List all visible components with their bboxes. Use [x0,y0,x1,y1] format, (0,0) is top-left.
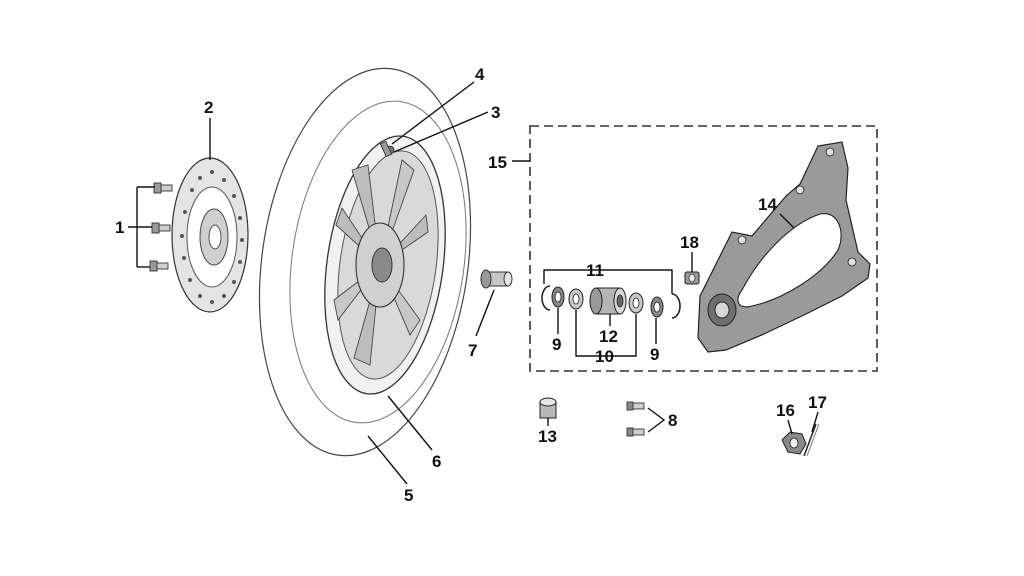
cotter-pin [803,423,820,457]
callout-11: 11 [586,261,604,280]
swing-arm-nut [684,271,700,285]
brake-disc [171,157,249,313]
callout-13: 13 [538,427,557,446]
callout-6: 6 [432,452,441,471]
assembly-group-box [529,125,878,372]
swing-arm [697,141,871,353]
callout-8: 8 [668,411,677,430]
circlip-right [671,293,681,319]
bearing-collar [589,287,627,315]
disc-bolts [149,182,173,272]
callout-7: 7 [468,341,477,360]
callout-4: 4 [475,65,485,84]
wheel-rim [324,135,446,395]
swing-arm-bolts [626,401,645,437]
callout-18: 18 [680,233,699,252]
axle-spacer [480,269,513,289]
oil-seal-right [650,296,664,318]
callout-12: 12 [599,327,618,346]
circlip-left [541,285,551,311]
callout-17: 17 [808,393,827,412]
callout-15: 15 [488,153,507,172]
callout-5: 5 [404,486,413,505]
leader-lines [128,81,819,485]
axle-nut [781,431,807,455]
callout-10: 10 [595,347,614,366]
callout-16: 16 [776,401,795,420]
bearing-left [568,288,584,310]
bearing-right [628,292,644,314]
callout-9-right: 9 [650,345,659,364]
outer-spacer [539,397,557,419]
callout-9-left: 9 [552,335,561,354]
oil-seal-left [551,286,565,308]
callout-2: 2 [204,98,213,117]
callout-1: 1 [115,218,124,237]
callout-labels: 1 2 3 4 5 6 7 8 9 9 10 11 12 13 14 15 16… [115,65,827,505]
callout-14: 14 [758,195,777,214]
callout-3: 3 [491,103,500,122]
